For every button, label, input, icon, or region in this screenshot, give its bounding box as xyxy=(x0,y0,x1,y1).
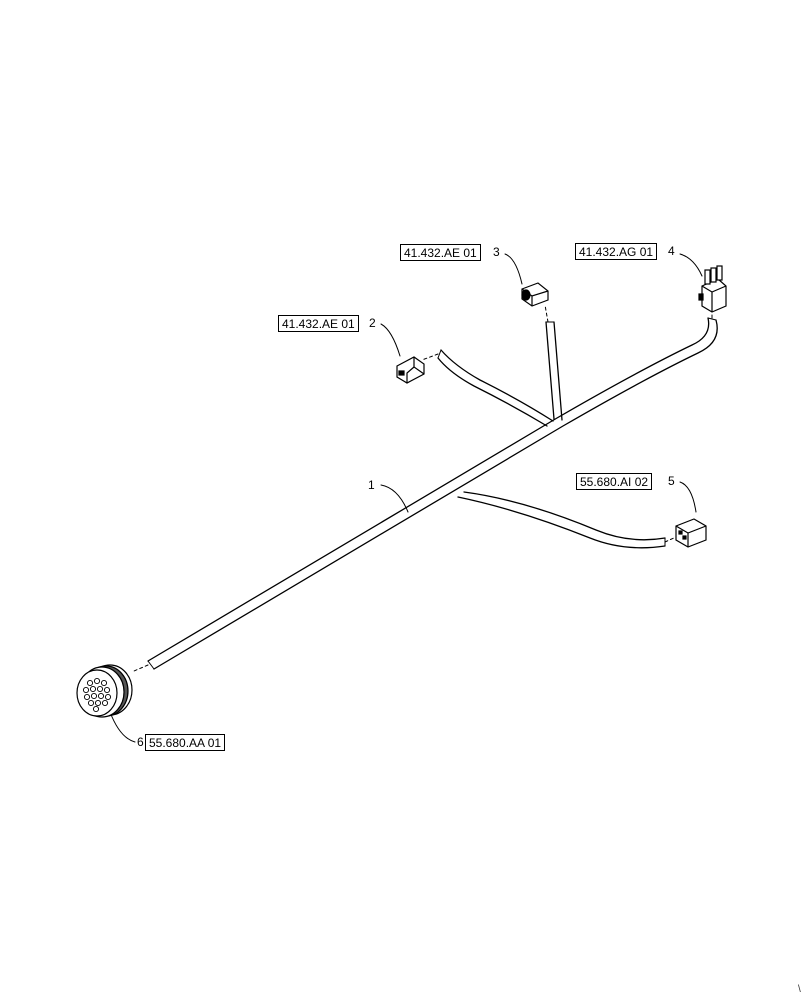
connector-6-round-icon xyxy=(76,664,133,718)
branch-connector-3 xyxy=(545,321,563,421)
callout-4-reference[interactable]: 41.432.AG 01 xyxy=(575,243,658,260)
leader-lines xyxy=(109,253,703,743)
callout-3-reference[interactable]: 41.432.AE 01 xyxy=(400,244,481,261)
corner-mark: \ xyxy=(798,984,801,995)
callout-4-number: 4 xyxy=(668,244,675,258)
connector-2-icon xyxy=(396,356,425,384)
branch-connector-5 xyxy=(457,491,666,549)
callout-1-number: 1 xyxy=(368,478,375,492)
branch-connector-2 xyxy=(437,349,554,427)
callout-2-reference[interactable]: 41.432.AE 01 xyxy=(278,315,359,332)
callout-6-number: 6 xyxy=(137,735,144,749)
connector-3-icon xyxy=(521,282,549,307)
callout-6-reference[interactable]: 55.680.AA 01 xyxy=(145,734,226,751)
callout-3-number: 3 xyxy=(493,245,500,259)
main-harness-trunk xyxy=(147,317,718,670)
callout-5-number: 5 xyxy=(668,474,675,488)
callout-5-reference[interactable]: 55.680.AI 02 xyxy=(576,473,653,490)
connector-5-icon xyxy=(675,518,707,548)
callout-2-number: 2 xyxy=(369,316,376,330)
connector-4-icon xyxy=(698,265,727,313)
